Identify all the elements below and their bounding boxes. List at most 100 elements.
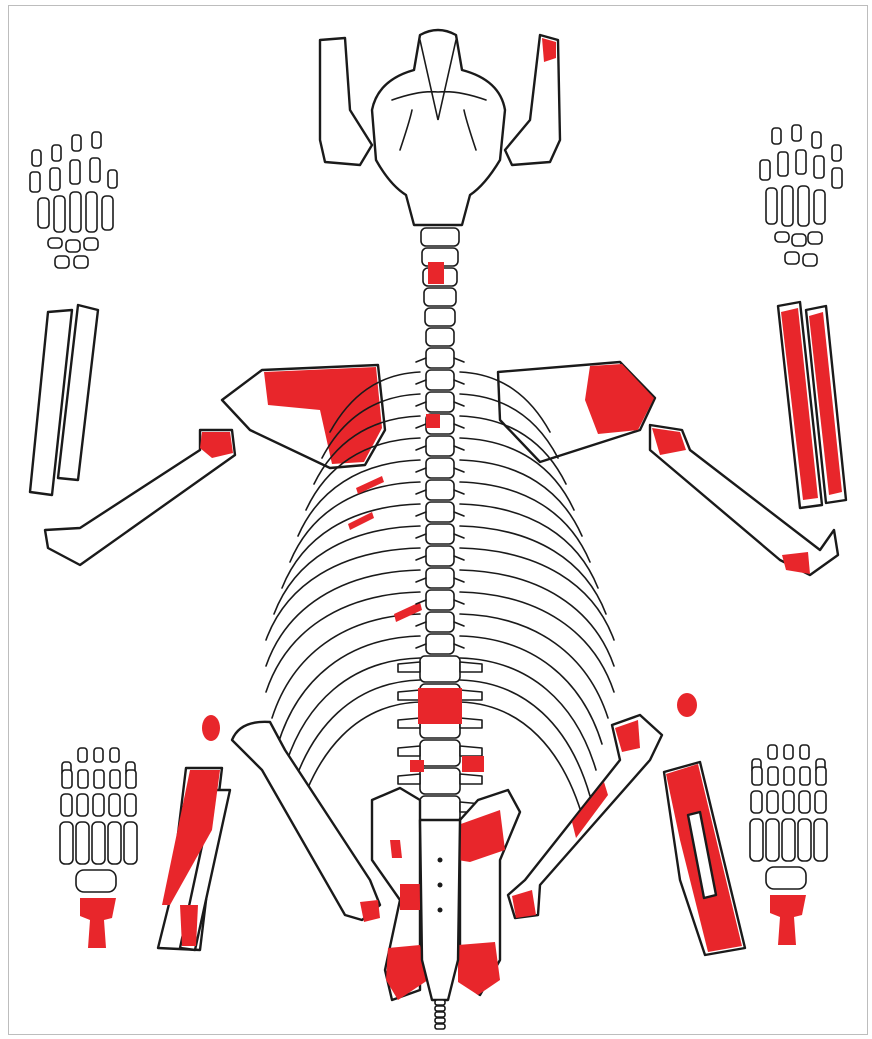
right-femur [508,715,662,918]
vertebra [426,392,454,412]
phalanx-middle [784,767,794,785]
vertebra [426,634,454,654]
right-humerus-dist-highlight [782,552,810,574]
vertebra [426,612,454,632]
lumbar-process-left [398,690,420,700]
phalanx-middle [78,770,88,788]
left-femur [232,722,380,922]
calcaneus [80,898,116,948]
metatarsal [814,819,827,861]
metatarsal [766,819,779,861]
vertebra [426,436,454,456]
phalanx-proximal [799,791,810,813]
vertebra [420,656,460,682]
left-radius-ulna [30,305,98,495]
vertebra [426,458,454,478]
phalanx-proximal [93,794,104,816]
phalanx-proximal [109,794,120,816]
tail-vertebra [435,1018,445,1023]
vertebra [426,590,454,610]
phalanx-middle [752,767,762,785]
metatarsal [782,819,795,861]
vertebra [421,228,459,246]
phalanx-middle [110,770,120,788]
rib-right [460,482,590,562]
tarsals [766,867,806,889]
lumbar-process-left [398,746,420,756]
phalanx-middle [126,770,136,788]
phalanx-proximal [767,791,778,813]
phalanx-distal [800,745,809,759]
vertebra [426,568,454,588]
rib-right [460,504,598,588]
phalanx-proximal [751,791,762,813]
vertebra [420,796,460,822]
left-hind-foot [60,748,137,948]
lumbar-process-left [398,774,420,784]
tail-vertebra [435,1000,445,1005]
right-scapula [498,362,655,462]
rib-left [266,592,420,692]
right-mandible [505,35,560,165]
tail-vertebra [435,1012,445,1017]
rib-left [274,526,420,614]
vertebra [425,308,455,326]
metatarsal [124,822,137,864]
phalanx-middle [816,767,826,785]
vertebra [420,740,460,766]
phalanx-distal [768,745,777,759]
metatarsal [750,819,763,861]
right-forefoot [760,125,842,266]
vertebra [426,328,454,346]
right-hind-foot [750,745,827,945]
rib-right [460,592,614,692]
metatarsal [108,822,121,864]
rib-right [460,526,606,614]
tail-vertebra [435,1024,445,1029]
rib-right [460,460,582,536]
tail-vertebrae [435,1000,445,1029]
phalanx-middle [94,770,104,788]
phalanx-middle [62,770,72,788]
phalanx-proximal [783,791,794,813]
vertebra [426,480,454,500]
right-mandible-highlight [542,38,556,62]
lumbar-process-right [460,746,482,756]
left-forefoot [30,132,117,268]
sacrum [420,820,460,1000]
left-mandible [320,38,372,165]
lumbar-process-right [460,690,482,700]
vertebra [426,348,454,368]
lumbar-process-right [460,718,482,728]
skull [372,30,505,225]
vertebra [424,288,456,306]
metatarsal [60,822,73,864]
lumbar-process-right [460,774,482,784]
tarsals [76,870,116,892]
vertebral-column [398,228,482,822]
phalanx-middle [768,767,778,785]
vertebra [426,546,454,566]
metatarsal [92,822,105,864]
lumbar-process-right [460,662,482,672]
vertebra [420,768,460,794]
phalanx-proximal [61,794,72,816]
phalanx-proximal [125,794,136,816]
phalanx-proximal [77,794,88,816]
lumbar-process-left [398,662,420,672]
rib-left [282,504,420,588]
vertebra [426,502,454,522]
tail-vertebra [435,1006,445,1011]
vertebra [426,370,454,390]
lumbar-process-left [398,718,420,728]
phalanx-proximal [815,791,826,813]
right-radius-ulna [778,302,846,508]
phalanx-middle [800,767,810,785]
phalanx-distal [78,748,87,762]
vertebra [426,524,454,544]
calcaneus [770,895,806,945]
phalanx-distal [110,748,119,762]
left-tibia-fibula [158,768,230,950]
metatarsal [76,822,89,864]
